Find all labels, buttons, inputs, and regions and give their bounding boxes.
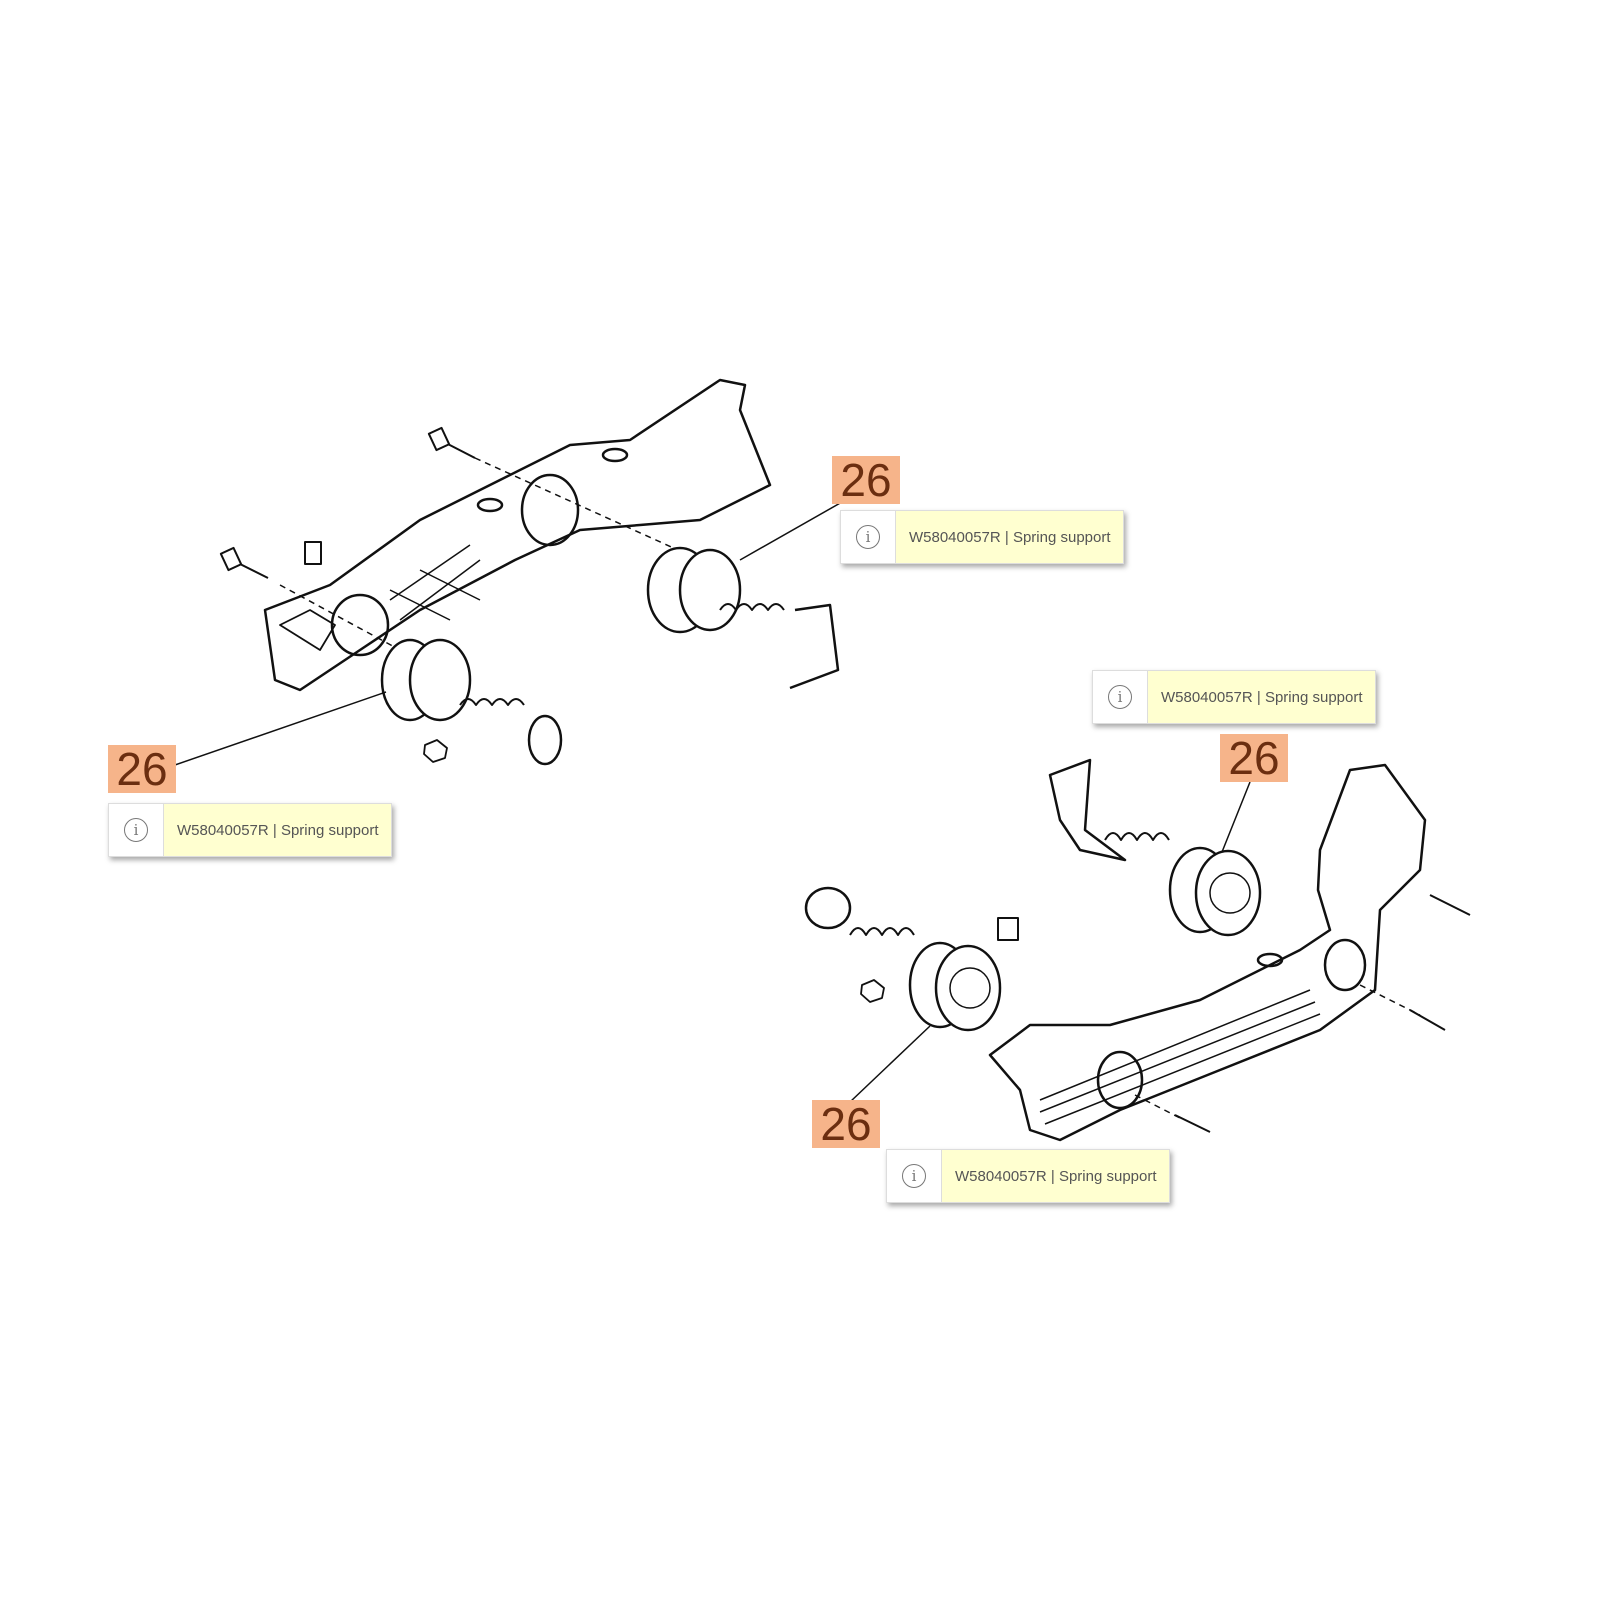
lower-screws bbox=[997, 894, 1471, 1133]
part-tooltip[interactable]: i W58040057R | Spring support bbox=[886, 1149, 1170, 1203]
spring-support-part bbox=[380, 638, 563, 766]
callout-number[interactable]: 26 bbox=[108, 745, 176, 793]
part-tooltip[interactable]: i W58040057R | Spring support bbox=[108, 803, 392, 857]
leader-lines bbox=[171, 501, 1251, 1103]
callout-number[interactable]: 26 bbox=[812, 1100, 880, 1148]
spring-support-part bbox=[1048, 758, 1262, 937]
part-label[interactable]: W58040057R | Spring support bbox=[909, 528, 1111, 546]
lower-bracket-arm bbox=[988, 763, 1427, 1142]
info-icon[interactable]: i bbox=[109, 804, 164, 856]
info-icon[interactable]: i bbox=[887, 1150, 942, 1202]
info-icon[interactable]: i bbox=[1093, 671, 1148, 723]
upper-bracket-arm bbox=[263, 378, 772, 692]
info-icon[interactable]: i bbox=[841, 511, 896, 563]
part-tooltip[interactable]: i W58040057R | Spring support bbox=[1092, 670, 1376, 724]
callout-number[interactable]: 26 bbox=[1220, 734, 1288, 782]
part-tooltip[interactable]: i W58040057R | Spring support bbox=[840, 510, 1124, 564]
part-label[interactable]: W58040057R | Spring support bbox=[955, 1167, 1157, 1185]
spring-support-part bbox=[646, 546, 840, 690]
spring-support-part bbox=[804, 886, 1002, 1032]
upper-screws bbox=[219, 426, 701, 651]
callout-number[interactable]: 26 bbox=[832, 456, 900, 504]
part-label[interactable]: W58040057R | Spring support bbox=[1161, 688, 1363, 706]
part-label[interactable]: W58040057R | Spring support bbox=[177, 821, 379, 839]
